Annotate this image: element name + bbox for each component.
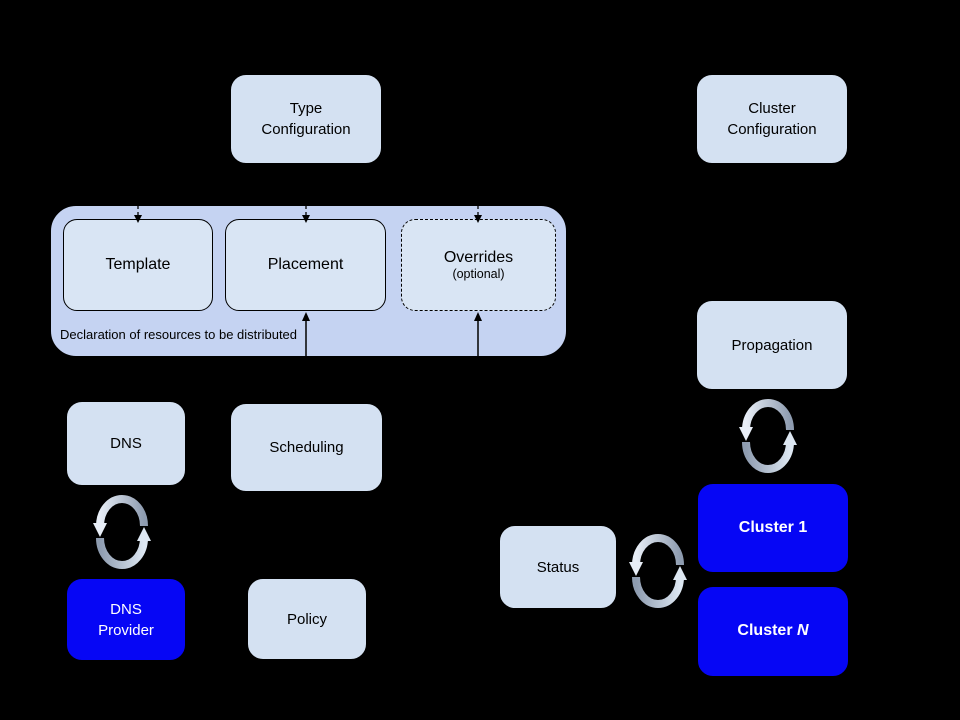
policy-node: Policy bbox=[247, 578, 367, 660]
cluster-configuration-label-line2: Configuration bbox=[727, 121, 817, 138]
type-configuration-label-line2: Configuration bbox=[261, 121, 351, 138]
dns-provider-label-line1: DNS bbox=[110, 600, 142, 618]
status-label: Status bbox=[536, 558, 580, 576]
cluster-n-prefix: Cluster bbox=[737, 622, 797, 640]
propagation-label: Propagation bbox=[731, 336, 813, 354]
cluster-1-node: Cluster 1 bbox=[697, 483, 849, 573]
cluster-n-letter: N bbox=[797, 622, 809, 640]
cluster-n-label: Cluster N bbox=[737, 620, 808, 642]
cluster-configuration-label-line1: Cluster bbox=[748, 100, 796, 117]
dns-provider-label-line2: Provider bbox=[98, 621, 154, 639]
overrides-label: Overrides bbox=[443, 249, 514, 266]
policy-label: Policy bbox=[286, 610, 327, 628]
sync-arrows-icon bbox=[92, 493, 152, 571]
overrides-optional-note: (optional) bbox=[452, 267, 505, 281]
template-label: Template bbox=[105, 256, 171, 273]
declaration-group: Template Placement Overrides (optional) … bbox=[50, 205, 567, 358]
placement-label: Placement bbox=[267, 256, 344, 273]
cluster-n-node: Cluster N bbox=[697, 586, 849, 677]
dns-node: DNS bbox=[66, 401, 186, 486]
cluster-1-label: Cluster 1 bbox=[738, 518, 808, 536]
overrides-node: Overrides (optional) bbox=[401, 219, 556, 311]
cluster-configuration-node: Cluster Configuration bbox=[696, 74, 848, 164]
scheduling-node: Scheduling bbox=[230, 403, 383, 492]
type-configuration-node: Type Configuration bbox=[230, 74, 382, 164]
sync-arrows-icon bbox=[628, 532, 688, 610]
sync-arrows-icon bbox=[738, 397, 798, 475]
declaration-caption: Declaration of resources to be distribut… bbox=[60, 327, 298, 342]
dns-label: DNS bbox=[110, 435, 142, 452]
dns-provider-node: DNS Provider bbox=[66, 578, 186, 661]
type-configuration-label-line1: Type bbox=[289, 100, 323, 117]
propagation-node: Propagation bbox=[696, 300, 848, 390]
status-node: Status bbox=[499, 525, 617, 609]
template-node: Template bbox=[63, 219, 213, 311]
scheduling-label: Scheduling bbox=[269, 439, 344, 456]
placement-node: Placement bbox=[225, 219, 386, 311]
